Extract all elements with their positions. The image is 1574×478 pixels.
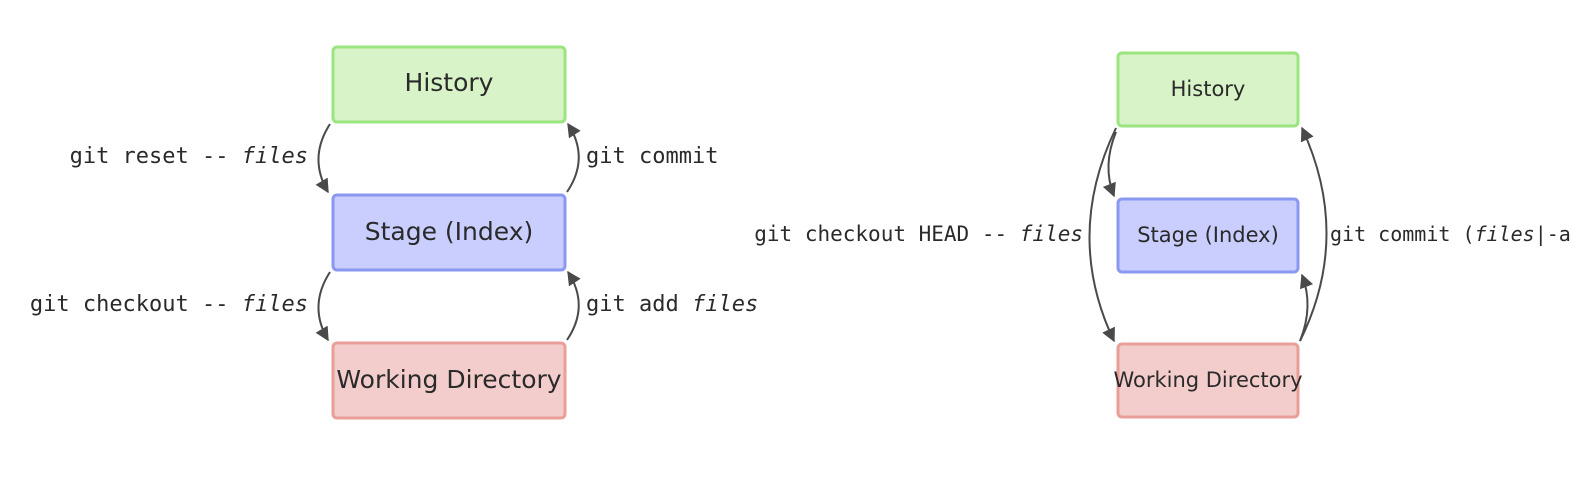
right-stage-box <box>1116 197 1300 274</box>
right-commit-all-label: git commit (files|-a) <box>1330 222 1574 246</box>
right-stage-node: Stage (Index) <box>1116 197 1300 274</box>
right-stage-label: Stage (Index) <box>1137 223 1279 247</box>
left-add-arrow <box>566 270 581 341</box>
right-history-node: History <box>1116 51 1300 128</box>
left-history-box <box>331 45 567 124</box>
right-checkout-head-arrow <box>1088 127 1117 343</box>
left-diagram: History Stage (Index) Working Directory … <box>30 45 758 420</box>
left-commit-label: git commit <box>586 144 718 169</box>
left-checkout-arrow <box>315 271 331 342</box>
left-reset-label: git reset -- files <box>70 144 308 169</box>
left-working-node: Working Directory <box>331 341 567 420</box>
left-working-label: Working Directory <box>336 365 561 394</box>
right-commit-all-arrow <box>1299 126 1328 342</box>
right-diagram: History Stage (Index) Working Directory … <box>754 51 1574 419</box>
right-checkout-head-label: git checkout HEAD -- files <box>754 222 1083 246</box>
left-history-label: History <box>405 68 494 97</box>
right-working-node: Working Directory <box>1113 342 1303 419</box>
left-checkout-label: git checkout -- files <box>30 292 308 317</box>
left-reset-arrow <box>315 123 331 194</box>
left-working-box <box>331 341 567 420</box>
right-history-to-stage-arrow <box>1102 131 1117 198</box>
right-working-box <box>1116 342 1300 419</box>
right-history-box <box>1116 51 1300 128</box>
left-stage-node: Stage (Index) <box>331 193 567 272</box>
right-working-label: Working Directory <box>1113 368 1302 392</box>
left-commit-arrow <box>566 122 581 193</box>
right-history-label: History <box>1171 77 1246 101</box>
right-working-to-stage-arrow <box>1299 273 1314 342</box>
left-history-node: History <box>331 45 567 124</box>
left-add-label: git add files <box>586 292 758 317</box>
left-stage-label: Stage (Index) <box>365 217 534 246</box>
left-stage-box <box>331 193 567 272</box>
